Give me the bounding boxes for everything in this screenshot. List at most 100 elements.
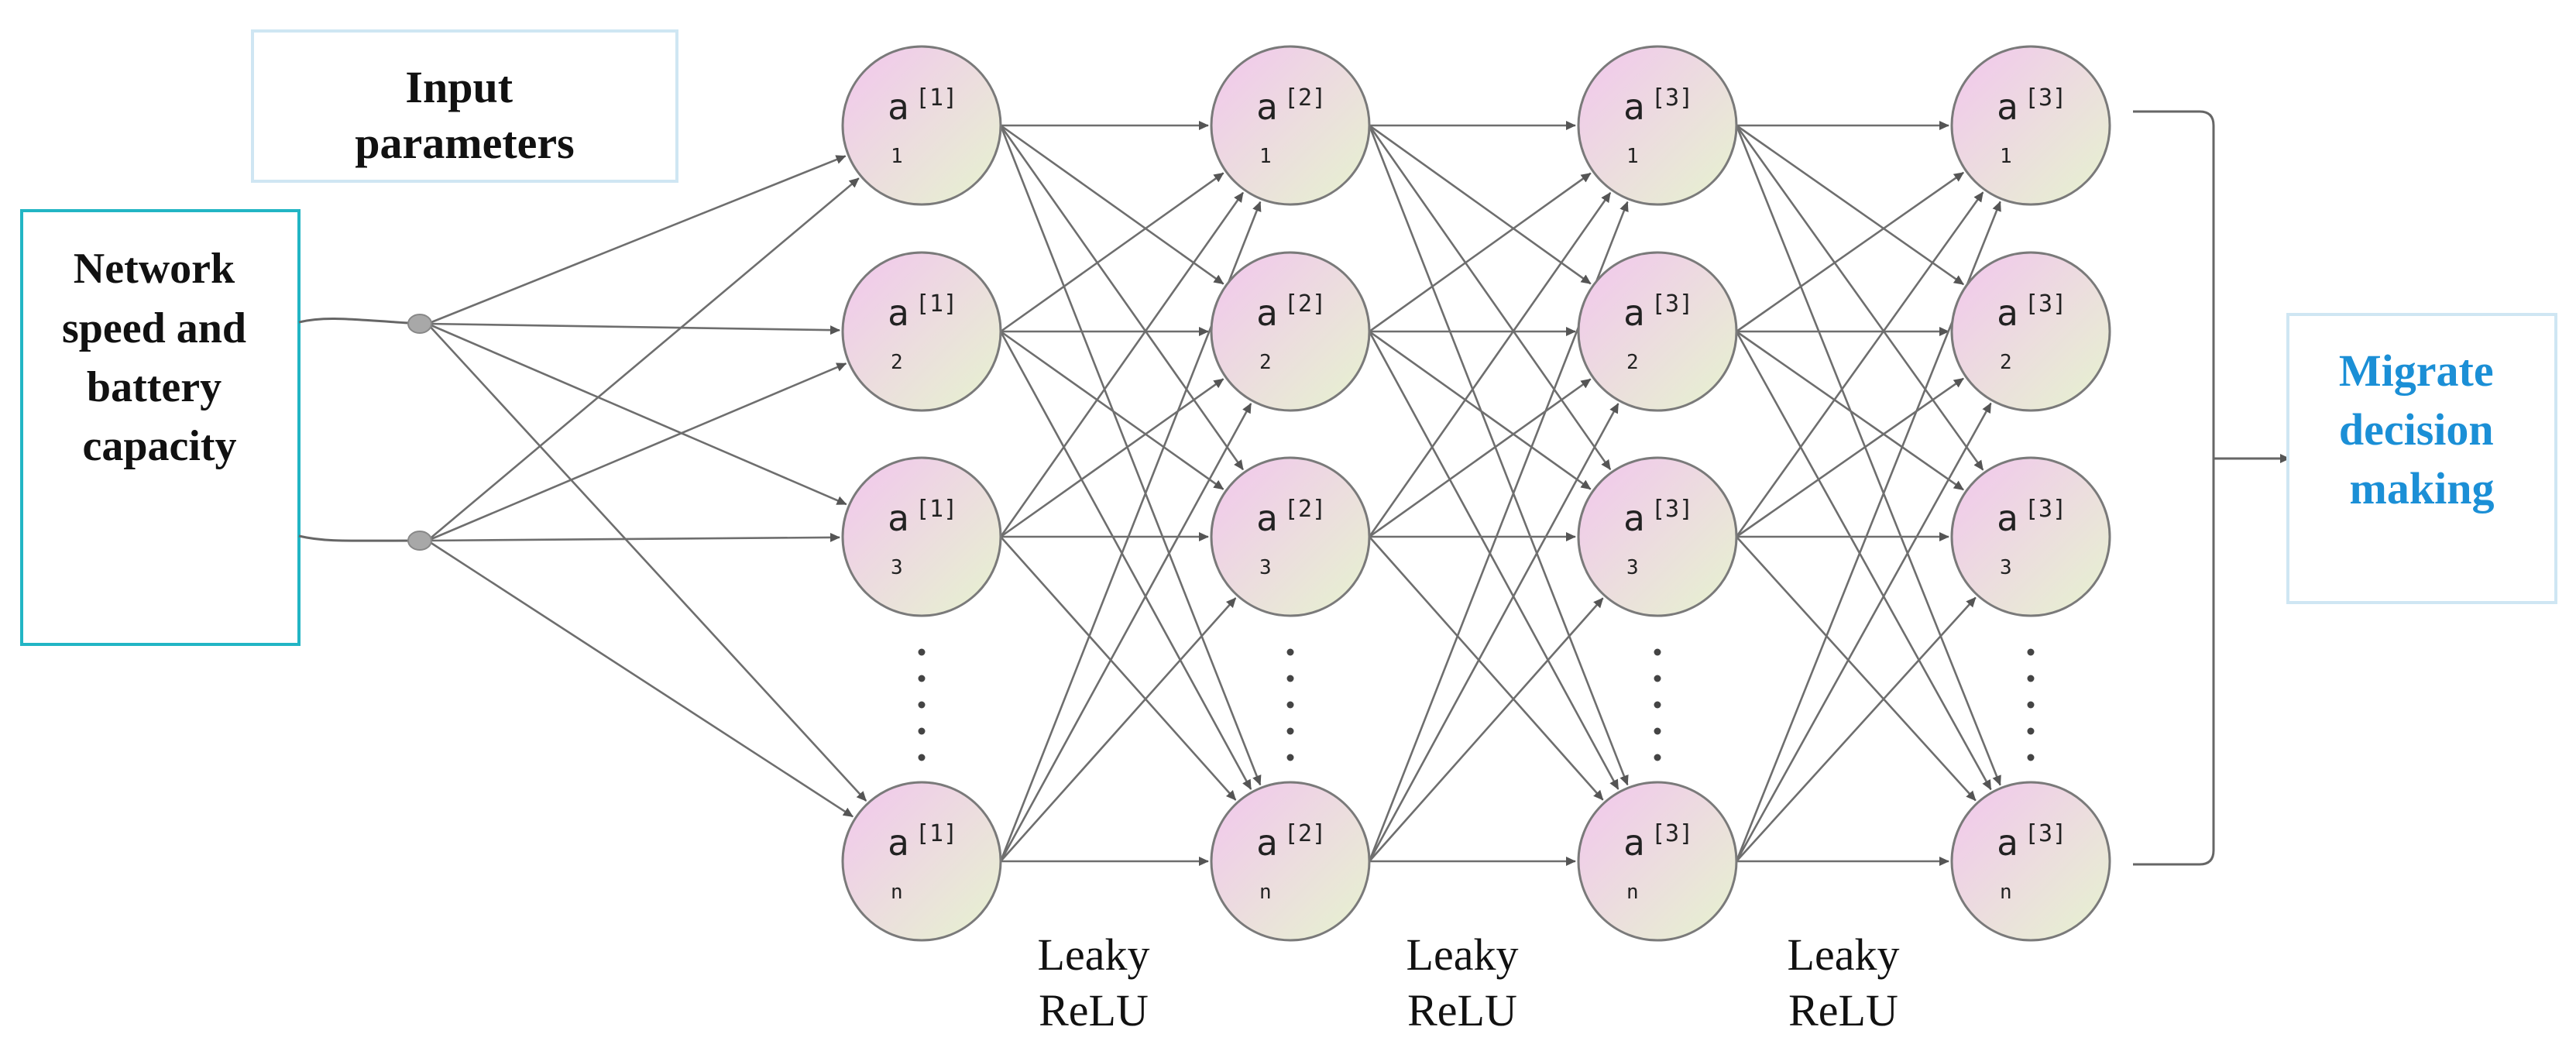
input-bracket bbox=[298, 318, 421, 542]
neuron-subscript: 3 bbox=[2000, 556, 2012, 579]
input-description-text: Network speed and battery capacity bbox=[62, 245, 257, 470]
connection-edge bbox=[999, 403, 1252, 862]
connection-edge bbox=[1736, 330, 1964, 491]
neuron-subscript: 3 bbox=[1626, 556, 1639, 579]
neuron-subscript: n bbox=[2000, 881, 2012, 904]
neuron-label: a bbox=[1623, 497, 1645, 539]
connection-edge bbox=[1000, 124, 1224, 285]
connections bbox=[427, 121, 2001, 866]
input-description-box bbox=[20, 209, 301, 646]
neuron-subscript: 2 bbox=[1259, 351, 1272, 374]
neuron-label: a bbox=[1623, 86, 1645, 128]
neuron-subscript: 2 bbox=[1626, 351, 1639, 374]
neuron-superscript: [3] bbox=[2025, 820, 2066, 847]
ellipsis-dot bbox=[1286, 701, 1294, 709]
ellipsis-dot bbox=[1654, 648, 1661, 656]
connection-edge bbox=[1368, 191, 1612, 538]
neuron-label: a bbox=[1256, 822, 1278, 864]
connection-edge bbox=[1735, 125, 2001, 786]
ellipsis-dot bbox=[2027, 648, 2035, 656]
neuron-label: a bbox=[1256, 497, 1278, 539]
input-parameters-box bbox=[251, 29, 678, 183]
neuron-superscript: [2] bbox=[1284, 496, 1326, 523]
neuron-node: a[3] 2 bbox=[1950, 251, 2111, 412]
connection-edge bbox=[999, 125, 1262, 786]
neuron-superscript: [1] bbox=[915, 84, 957, 112]
neuron-subscript: n bbox=[1259, 881, 1272, 904]
ellipsis-dot bbox=[918, 754, 926, 761]
neuron-superscript: [3] bbox=[1651, 290, 1693, 318]
connection-edge bbox=[1000, 378, 1224, 538]
neuron-superscript: [3] bbox=[2025, 290, 2066, 318]
connection-edge bbox=[1736, 536, 1977, 802]
neuron-superscript: [3] bbox=[2025, 84, 2066, 112]
connection-edge bbox=[427, 177, 860, 541]
connection-edge bbox=[1000, 597, 1237, 862]
connection-edge bbox=[1736, 171, 1964, 333]
neuron-superscript: [1] bbox=[915, 820, 957, 847]
neuron-node: a[2]1 bbox=[1210, 45, 1371, 206]
neuron-node: a[2]2 bbox=[1210, 251, 1371, 412]
connection-edge bbox=[1735, 331, 1992, 791]
connection-edge bbox=[1369, 330, 1592, 490]
neuron-superscript: [2] bbox=[1284, 820, 1326, 847]
neuron-subscript: 3 bbox=[1259, 556, 1272, 579]
neuron-label: a bbox=[1256, 292, 1278, 334]
neuron-node: a[3]1 bbox=[1577, 45, 1738, 206]
neuron-label: a bbox=[1997, 292, 2018, 334]
neuron-label: a bbox=[1623, 822, 1645, 864]
neuron-label: a bbox=[1997, 822, 2018, 864]
connection-edge bbox=[1735, 125, 1984, 471]
ellipsis-dot bbox=[1654, 701, 1661, 709]
neuron-subscript: 2 bbox=[2000, 351, 2012, 374]
neuron-node: a[2] n bbox=[1210, 781, 1371, 942]
neuron-node: a[1] 2 bbox=[841, 251, 1002, 412]
ellipsis-dot bbox=[918, 648, 926, 656]
neuron-label: a bbox=[888, 822, 909, 864]
neuron-subscript: 1 bbox=[1259, 145, 1272, 168]
neuron-label: a bbox=[1997, 86, 2018, 128]
ellipsis-dot bbox=[918, 727, 926, 735]
ellipsis-dot bbox=[2027, 727, 2035, 735]
neuron-node: a[1]3 bbox=[841, 456, 1002, 617]
connection-edge bbox=[1735, 191, 1984, 538]
connection-edge bbox=[999, 125, 1245, 471]
connection-edge bbox=[999, 191, 1245, 538]
neuron-node: a [3] 3 bbox=[1950, 456, 2111, 617]
connection-edge bbox=[1000, 172, 1224, 333]
connection-edge bbox=[1369, 536, 1604, 801]
ellipsis-dot bbox=[2027, 701, 2035, 709]
neuron-superscript: [3] bbox=[1651, 820, 1693, 847]
connection-edge bbox=[1369, 124, 1592, 285]
output-box bbox=[2286, 313, 2557, 604]
neuron-superscript: [1] bbox=[915, 290, 957, 318]
ellipsis-dot bbox=[1654, 727, 1661, 735]
neuron-node: a[2] 3 bbox=[1210, 456, 1371, 617]
connection-edge bbox=[427, 323, 867, 802]
neuron-node: a[3]3 bbox=[1577, 456, 1738, 617]
neuron-superscript: [3] bbox=[1651, 84, 1693, 112]
connection-edge bbox=[1369, 172, 1592, 333]
neuron-node: a[1]n bbox=[841, 781, 1002, 942]
neuron-subscript: 2 bbox=[891, 351, 903, 374]
ellipsis-dot bbox=[918, 675, 926, 682]
neuron-superscript: [3] bbox=[2025, 496, 2066, 523]
neuron-superscript: [1] bbox=[915, 496, 957, 523]
neuron-label: a bbox=[888, 86, 909, 128]
neuron-label: a bbox=[1997, 497, 2018, 539]
connection-edge bbox=[1736, 596, 1977, 862]
neuron-label: a bbox=[888, 292, 909, 334]
neuron-label: a bbox=[1256, 86, 1278, 128]
ellipsis-dot bbox=[1286, 648, 1294, 656]
connection-edge bbox=[427, 539, 854, 818]
ellipsis-dots bbox=[918, 648, 2035, 761]
connection-edge bbox=[1369, 378, 1592, 538]
connection-edge bbox=[427, 322, 847, 506]
input-parameters-title: Input parameters bbox=[355, 62, 574, 168]
neuron-node: a[1]1 bbox=[841, 45, 1002, 206]
